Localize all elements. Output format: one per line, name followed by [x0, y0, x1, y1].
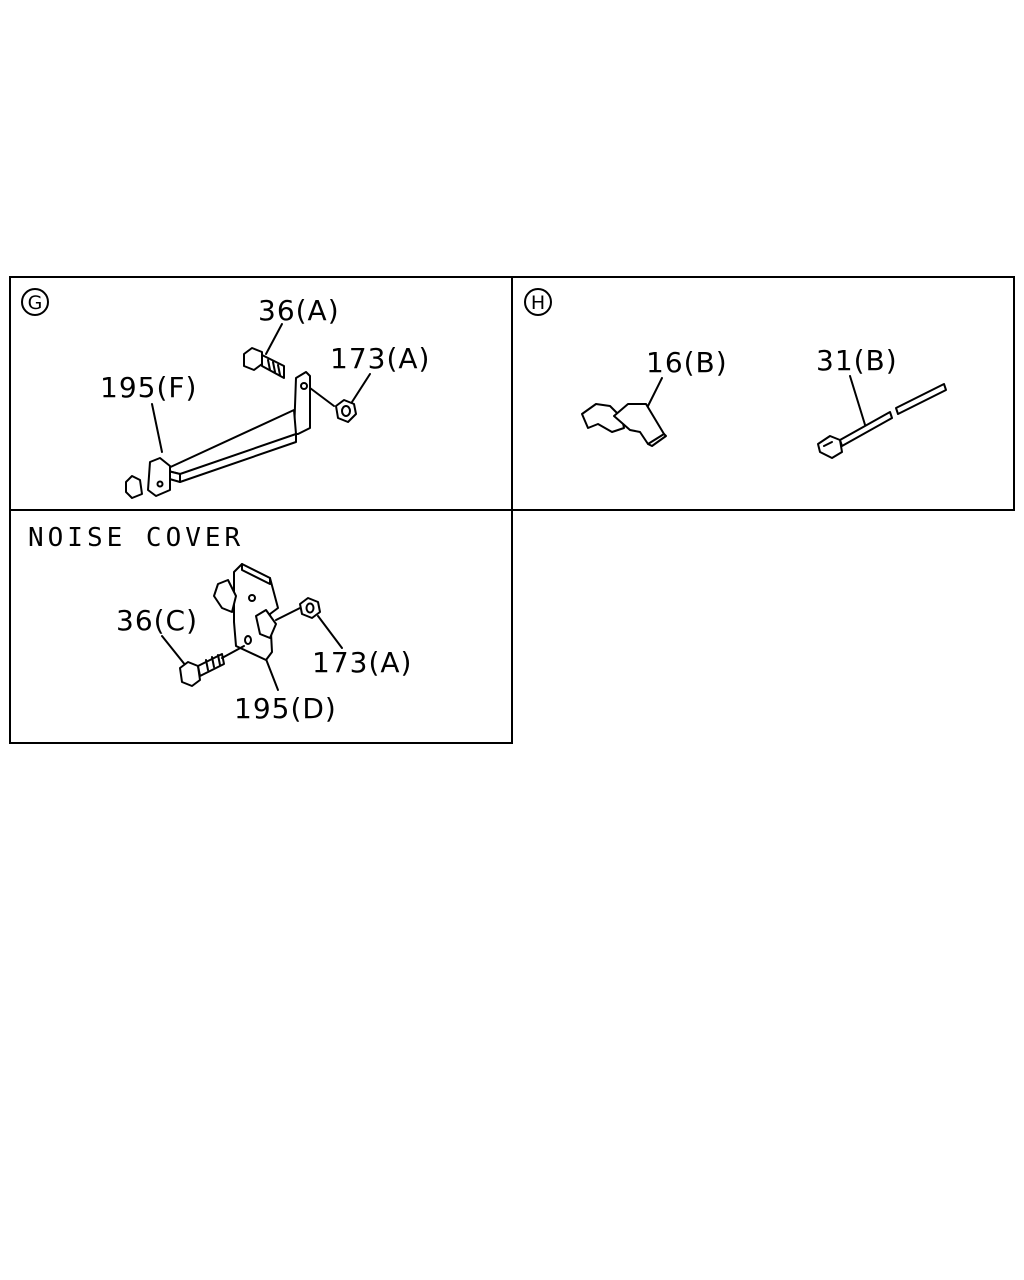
label-nut-173a: 173(A)	[330, 342, 430, 375]
clip-16b-icon	[581, 403, 667, 447]
leader-bolt-36c	[161, 635, 187, 667]
bracket-195d-icon	[213, 563, 279, 661]
leader-nut-173a	[351, 373, 371, 403]
label-bracket-195f: 195(F)	[100, 371, 197, 404]
fastener-axis-noise	[221, 645, 245, 659]
leader-bolt-36a	[265, 323, 283, 355]
leader-tie-31b	[849, 375, 867, 429]
fastener-axis-g	[309, 387, 335, 407]
label-bracket-195d: 195(D)	[234, 692, 337, 725]
label-bolt-36c: 36(C)	[116, 604, 198, 637]
bolt-36c-icon	[179, 653, 225, 687]
bolt-36a-icon	[243, 347, 285, 379]
label-tie-31b: 31(B)	[816, 344, 898, 377]
noise-cover-title: NOISE COVER	[28, 523, 244, 553]
fastener-axis-noise-2	[275, 607, 301, 621]
label-clip-16b: 16(B)	[646, 346, 728, 379]
marker-g-letter: G	[28, 292, 43, 314]
bracket-195f-icon	[125, 371, 311, 499]
panel-noise-cover-frame	[9, 509, 513, 744]
marker-h-letter: H	[531, 292, 545, 314]
marker-h-circle	[524, 288, 552, 316]
cable-tie-31b-icon	[817, 383, 947, 459]
leader-bracket-195f	[151, 403, 163, 453]
leader-nut-173a-noise	[317, 615, 343, 649]
label-bolt-36a: 36(A)	[258, 294, 340, 327]
nut-173a-noise-icon	[299, 597, 321, 619]
label-nut-173a-noise: 173(A)	[312, 646, 412, 679]
marker-g-circle	[21, 288, 49, 316]
nut-173a-icon	[335, 399, 357, 423]
panel-g: G 36(A) 173(A) 195(F)	[9, 276, 513, 511]
leader-clip-16b	[645, 377, 663, 411]
panel-noise-cover: NOISE COVER 36(C) 173(A) 195(D)	[9, 509, 513, 744]
panel-h-frame	[511, 276, 1015, 511]
panel-h: H 16(B) 31(B)	[511, 276, 1015, 511]
